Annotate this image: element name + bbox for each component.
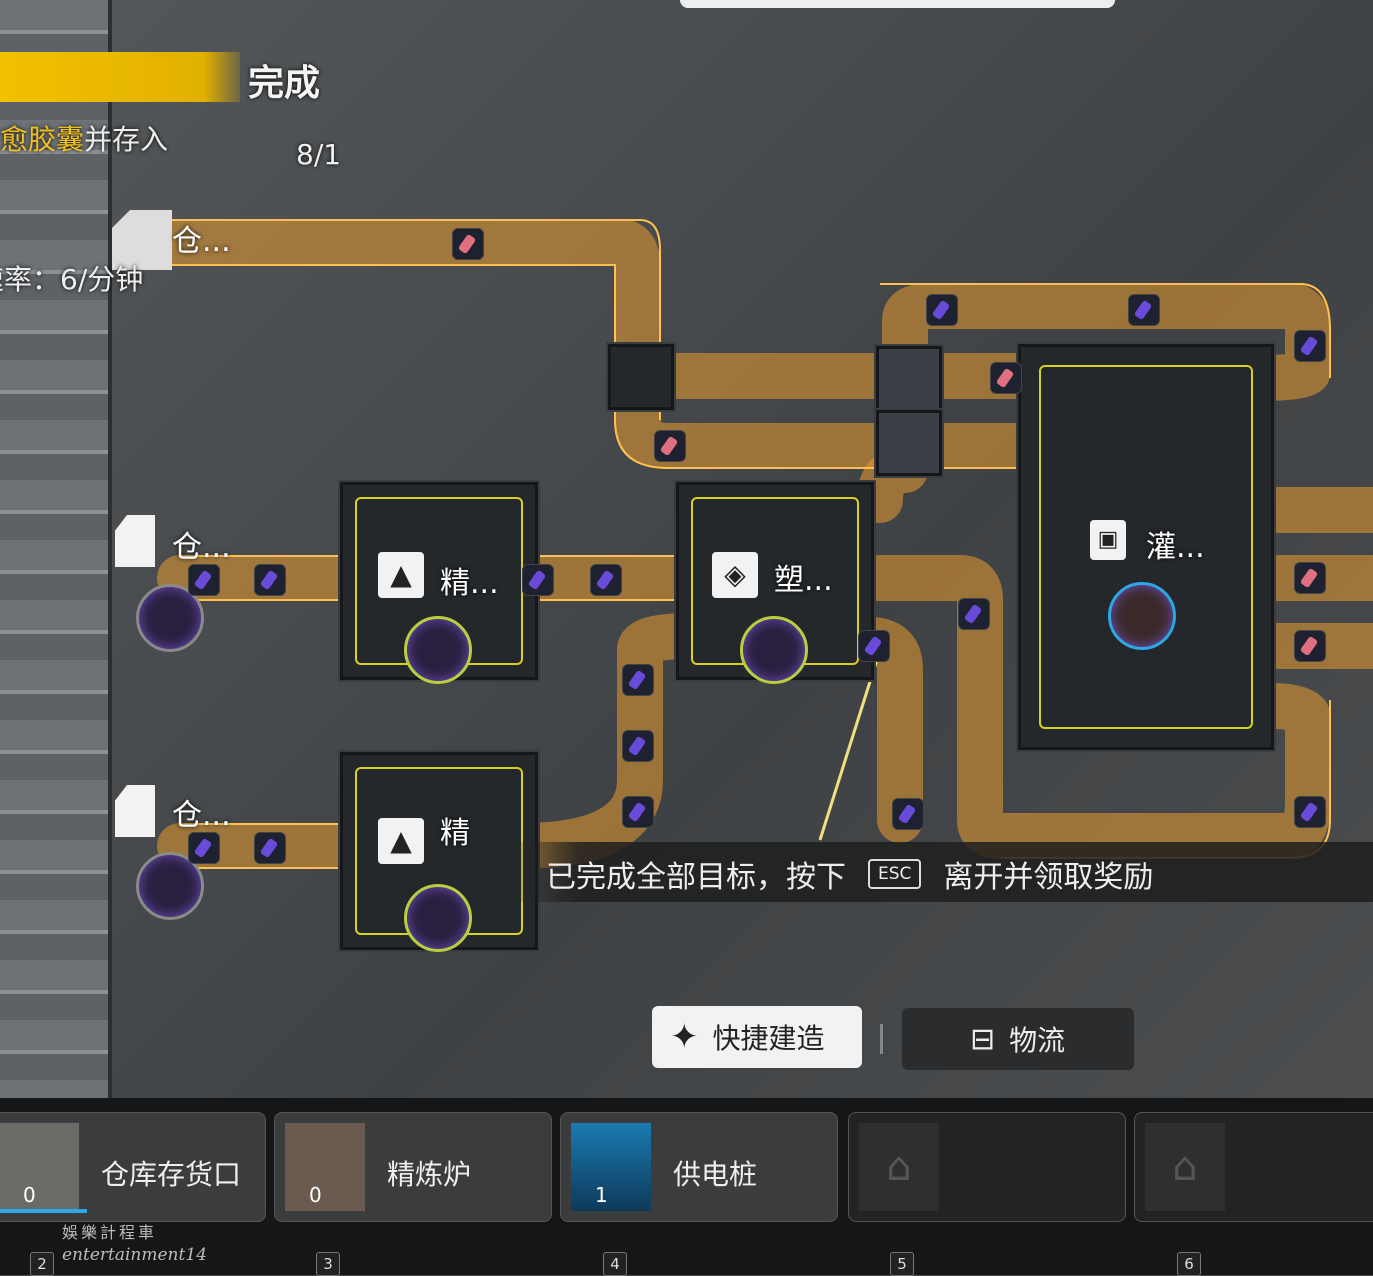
hotbar-slot-power-pylon[interactable]: 供电桩 1 [560, 1112, 838, 1222]
storage-port-thumbnail [0, 1123, 79, 1211]
belt-item [892, 798, 924, 830]
storage-port-icon[interactable] [115, 515, 155, 567]
molder-icon: ◈ [712, 552, 758, 598]
watermark-line1: 娛樂計程車 [62, 1223, 158, 1242]
belt-item [522, 564, 554, 596]
storage-port-top-label: 仓... [172, 224, 231, 259]
belt-item [590, 564, 622, 596]
storage-port-icon[interactable] [115, 785, 155, 837]
hotbar-slot-name: 精炼炉 [387, 1158, 472, 1191]
selected-indicator [0, 1209, 87, 1213]
belt-item [188, 832, 220, 864]
hotbar-slot-name: 供电桩 [673, 1158, 758, 1191]
power-line [818, 649, 882, 841]
empty-slot-icon: ⌂ [1145, 1123, 1225, 1211]
belt-item [654, 430, 686, 462]
hotkey-label: 3 [316, 1252, 340, 1276]
notice-text-after: 离开并领取奖励 [943, 860, 1154, 895]
belt-bridge-2[interactable] [876, 410, 942, 476]
belt-item [1294, 562, 1326, 594]
refinery-thumbnail [285, 1123, 365, 1211]
notice-text: 已完成全部目标，按下 [546, 860, 846, 895]
esc-key[interactable]: ESC [868, 859, 922, 889]
belt-item [1128, 294, 1160, 326]
quest-count: 8/1 [296, 138, 342, 171]
hotkey-label: 6 [1177, 1252, 1201, 1276]
production-rate: 速率：6/分钟 [0, 263, 144, 296]
storage-port-bot-label: 仓... [172, 798, 231, 833]
belt-item [254, 564, 286, 596]
watermark-line2: entertainment14 [62, 1245, 207, 1265]
completion-notice: 已完成全部目标，按下 ESC 离开并领取奖励 [510, 842, 1373, 902]
quest-status: 完成 [248, 63, 321, 104]
belt-item [1294, 630, 1326, 662]
belt-bridge-1[interactable] [876, 346, 942, 412]
amethyst-ore-slot[interactable] [136, 584, 204, 652]
hotkey-label: 5 [890, 1252, 914, 1276]
hotbar-slot-count: 1 [595, 1183, 608, 1207]
refinery-icon: ▲ [378, 818, 424, 864]
power-pylon-thumbnail [571, 1123, 651, 1211]
amethyst-ore-slot[interactable] [136, 852, 204, 920]
hotbar-slot-empty[interactable]: ⌂ [848, 1112, 1126, 1222]
belt-item [1294, 796, 1326, 828]
logistics-label: 物流 [1009, 1024, 1066, 1057]
refinery-2-label: 精 [440, 816, 470, 851]
quest-progress-bar [0, 52, 240, 102]
storage-port-icon[interactable] [112, 210, 172, 270]
top-panel-edge [680, 0, 1115, 8]
hotbar-slot-empty[interactable]: ⌂ [1134, 1112, 1373, 1222]
belt-loop-top [882, 283, 1331, 401]
storage-port-mid-label: 仓... [172, 530, 231, 565]
belt-item [254, 832, 286, 864]
belt-item [452, 228, 484, 260]
empty-slot-icon: ⌂ [859, 1123, 939, 1211]
depot-wall [0, 0, 112, 1100]
belt-item [958, 598, 990, 630]
belt-item [926, 294, 958, 326]
belt-item [622, 730, 654, 762]
belt-item [622, 796, 654, 828]
belt-item [858, 630, 890, 662]
quick-build-label: 快捷建造 [712, 1022, 825, 1055]
logistics-button[interactable]: ⊟ 物流 [902, 1008, 1134, 1070]
amethyst-fiber-slot[interactable] [404, 616, 472, 684]
hammer-icon: ✦ [670, 1017, 699, 1057]
quest-action: 并存入 [84, 123, 169, 156]
molder-label: 塑... [774, 563, 833, 598]
hotbar-slot-count: 0 [309, 1183, 322, 1207]
refinery-icon: ▲ [378, 552, 424, 598]
quest-item: 疗愈胶囊 [0, 123, 85, 156]
amethyst-bottle-slot[interactable] [740, 616, 808, 684]
belt-right-loop [837, 555, 1331, 859]
filler-label: 灌... [1146, 530, 1205, 565]
conveyor-icon: ⊟ [970, 1021, 996, 1057]
belt-item [1294, 330, 1326, 362]
healing-capsule-slot[interactable] [1108, 582, 1176, 650]
belt-item [622, 664, 654, 696]
divider [880, 1024, 883, 1054]
hotbar-slot-storage-port[interactable]: 仓库存货口 0 [0, 1112, 266, 1222]
hotbar-slot-refinery[interactable]: 精炼炉 0 [274, 1112, 552, 1222]
hotkey-label: 4 [603, 1252, 627, 1276]
quick-build-button[interactable]: ✦ 快捷建造 [652, 1006, 862, 1068]
belt-item [188, 564, 220, 596]
belt-splitter[interactable] [608, 344, 674, 410]
hotbar-slot-count: 0 [23, 1183, 36, 1207]
hotkey-label: 2 [30, 1252, 54, 1276]
filler-icon: ▣ [1090, 520, 1126, 560]
filling-unit[interactable] [1018, 344, 1274, 750]
refinery-1-label: 精... [440, 566, 499, 601]
hotbar-slot-name: 仓库存货口 [101, 1158, 242, 1191]
belt-item [990, 362, 1022, 394]
amethyst-fiber-slot[interactable] [404, 884, 472, 952]
quest-description: 疗愈胶囊并存入 [0, 118, 168, 158]
